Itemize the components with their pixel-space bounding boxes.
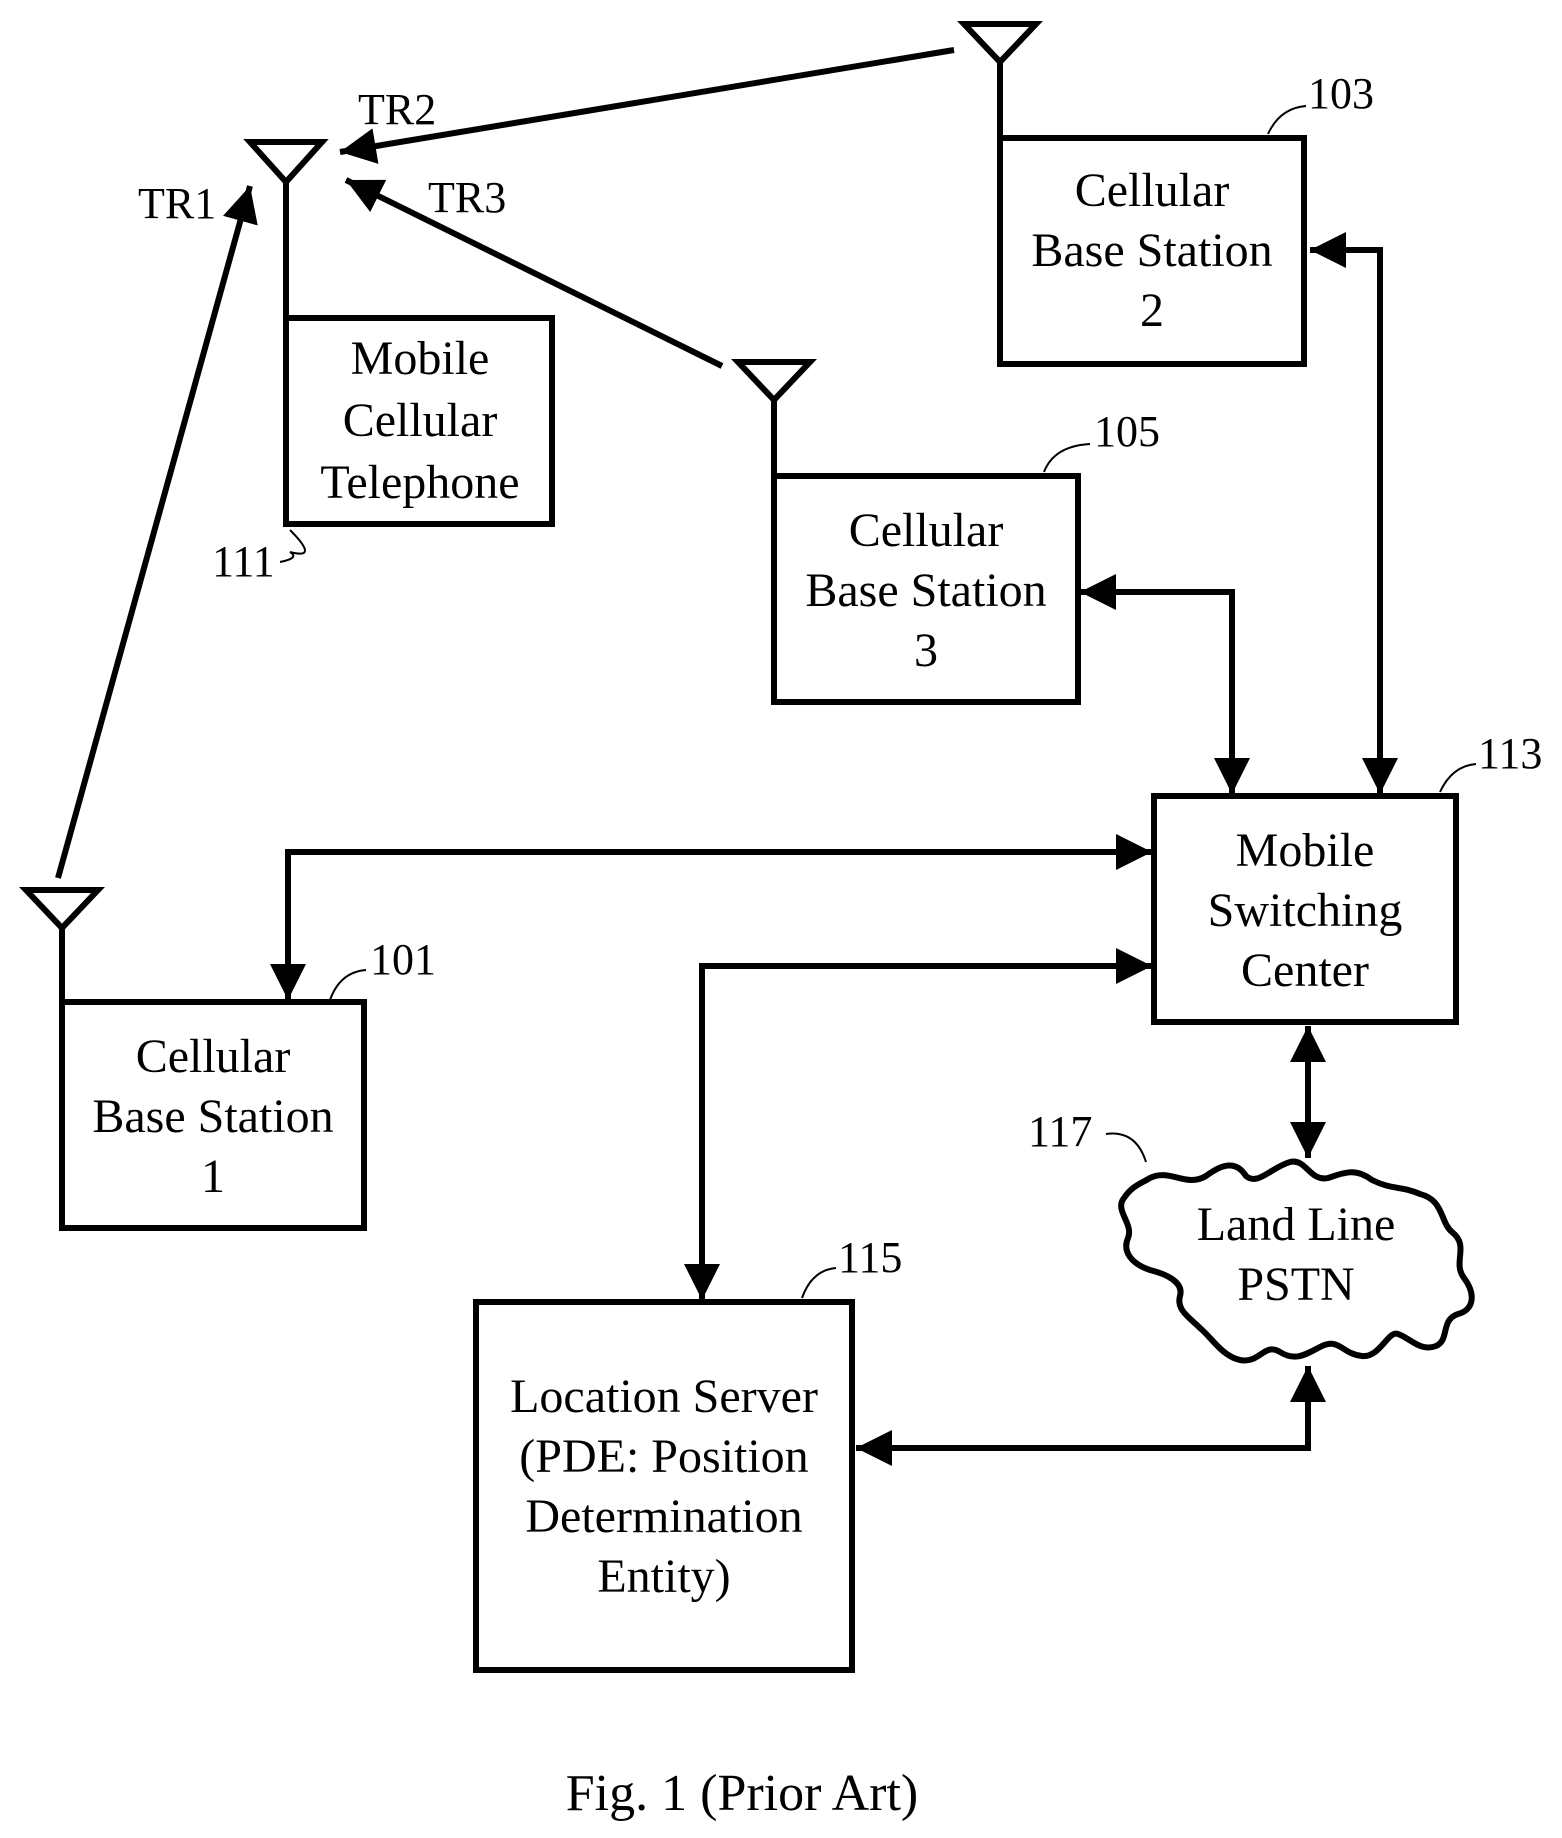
mobile-telephone-label-2: Cellular: [343, 394, 498, 447]
bs2-ref-number: 103: [1308, 69, 1374, 118]
bs1-ref-number: 101: [370, 935, 436, 984]
bs3-antenna-icon: [738, 362, 810, 400]
tr3-label: TR3: [428, 173, 506, 222]
location-server-pstn-link: [856, 1366, 1308, 1448]
bs1-antenna-icon: [26, 890, 98, 928]
bs3-label-3: 3: [914, 624, 938, 677]
mobile-switching-center-node: Mobile Switching Center 113: [1154, 729, 1542, 1022]
bs3-ref-leader: [1044, 444, 1090, 472]
pstn-cloud-node: Land Line PSTN 117: [1028, 1107, 1472, 1360]
bs1-ref-leader: [330, 970, 366, 1000]
location-server-label-1: Location Server: [510, 1370, 818, 1423]
bs1-label-2: Base Station: [92, 1090, 333, 1143]
pstn-label-2: PSTN: [1237, 1258, 1354, 1311]
bs2-antenna-icon: [964, 24, 1036, 62]
pstn-ref-leader: [1106, 1134, 1146, 1162]
mobile-ref-leader: [280, 530, 305, 562]
bs1-label-3: 1: [201, 1150, 225, 1203]
bs3-label-1: Cellular: [849, 504, 1004, 557]
location-server-label-2: (PDE: Position: [519, 1430, 808, 1483]
bs3-msc-link: [1080, 592, 1232, 794]
location-server-ref-leader: [802, 1268, 836, 1298]
tr2-label: TR2: [358, 85, 436, 134]
mobile-telephone-label-3: Telephone: [320, 456, 519, 509]
base-station-1-node: Cellular Base Station 1 101: [26, 890, 436, 1228]
bs3-label-2: Base Station: [805, 564, 1046, 617]
mobile-antenna-icon: [250, 142, 322, 182]
bs2-label-3: 2: [1140, 284, 1164, 337]
location-server-node: Location Server (PDE: Position Determina…: [476, 1233, 902, 1670]
bs3-ref-number: 105: [1094, 407, 1160, 456]
pstn-label-1: Land Line: [1197, 1198, 1396, 1251]
bs2-msc-link: [1310, 250, 1380, 794]
bs2-label-2: Base Station: [1031, 224, 1272, 277]
msc-label-1: Mobile: [1236, 824, 1375, 877]
location-server-box: [476, 1302, 852, 1670]
tr1-label: TR1: [138, 179, 216, 228]
bs2-ref-leader: [1268, 106, 1306, 134]
msc-ref-number: 113: [1478, 729, 1542, 778]
location-server-ref-number: 115: [838, 1233, 902, 1282]
location-server-label-3: Determination: [525, 1490, 802, 1543]
msc-label-3: Center: [1241, 944, 1369, 997]
bs2-label-1: Cellular: [1075, 164, 1230, 217]
msc-ref-leader: [1440, 764, 1476, 792]
pstn-ref-number: 117: [1028, 1107, 1092, 1156]
mobile-ref-number: 111: [212, 537, 275, 586]
location-server-label-4: Entity): [597, 1550, 730, 1603]
base-station-3-node: Cellular Base Station 3 105: [738, 362, 1160, 702]
base-station-2-node: Cellular Base Station 2 103: [964, 24, 1374, 364]
tr1-arrow: [58, 186, 250, 878]
msc-label-2: Switching: [1208, 884, 1403, 937]
bs1-label-1: Cellular: [136, 1030, 291, 1083]
mobile-telephone-label-1: Mobile: [351, 332, 490, 385]
figure-caption: Fig. 1 (Prior Art): [566, 1765, 918, 1822]
